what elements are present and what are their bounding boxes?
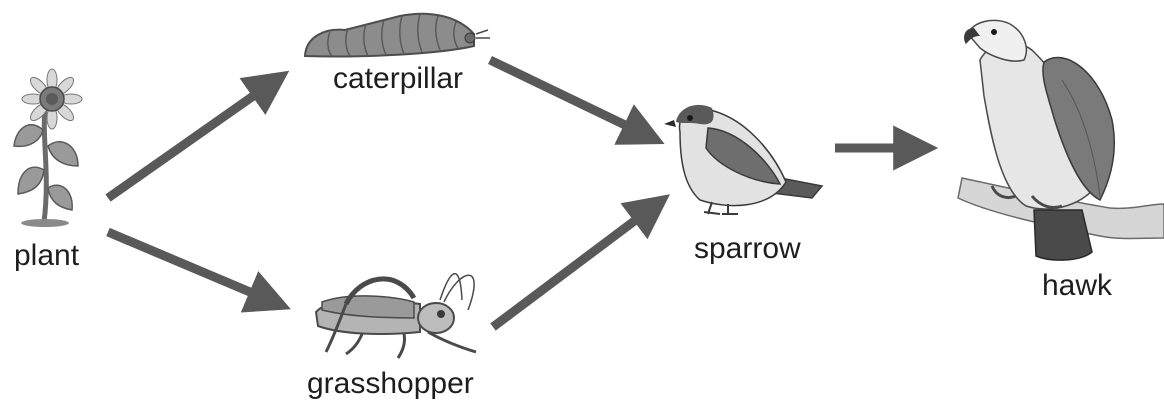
label-caterpillar: caterpillar bbox=[333, 64, 463, 94]
hawk-icon bbox=[958, 20, 1164, 260]
sunflower-icon bbox=[14, 69, 82, 227]
label-plant: plant bbox=[14, 241, 79, 271]
caterpillar-icon bbox=[305, 14, 490, 57]
arrow-grasshopper-to-sparrow bbox=[493, 204, 657, 327]
label-sparrow: sparrow bbox=[694, 234, 801, 264]
arrow-caterpillar-to-sparrow bbox=[490, 60, 650, 137]
label-hawk: hawk bbox=[1042, 271, 1112, 301]
sparrow-icon bbox=[664, 105, 822, 214]
arrow-plant-to-grasshopper bbox=[108, 232, 276, 303]
arrow-plant-to-caterpillar bbox=[108, 80, 276, 198]
grasshopper-icon bbox=[316, 274, 476, 358]
label-grasshopper: grasshopper bbox=[307, 369, 474, 399]
